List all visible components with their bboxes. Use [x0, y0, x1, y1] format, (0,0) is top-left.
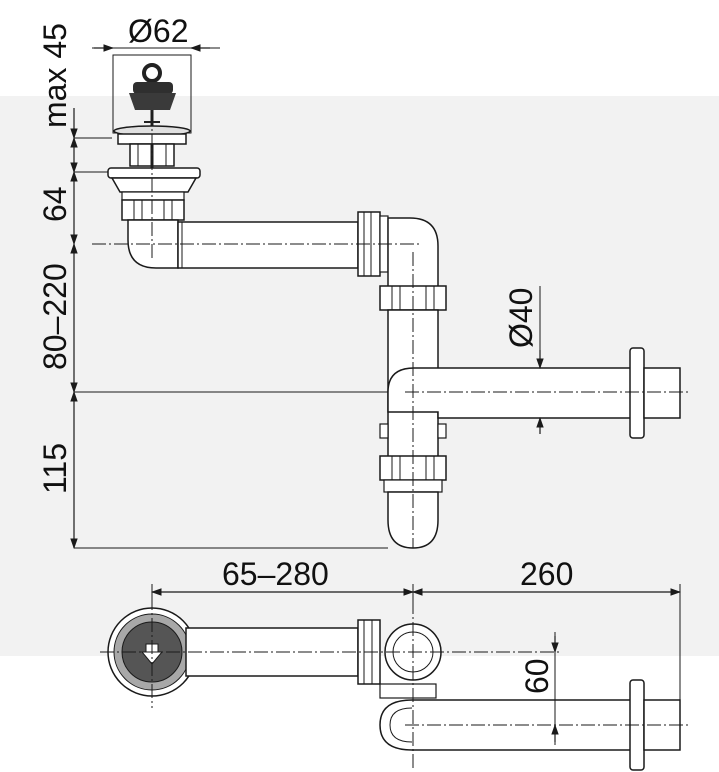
outlet-pipe [387, 347, 681, 439]
dim-dia40: Ø40 [503, 288, 539, 348]
dim-max45: max 45 [37, 23, 73, 128]
dim-64: 64 [37, 186, 73, 222]
top-view: 65–280 260 60 [100, 556, 690, 771]
drain-body [107, 167, 201, 269]
dim-115: 115 [37, 443, 73, 494]
dim-80-220: 80–220 [37, 263, 73, 370]
dim-260: 260 [520, 556, 573, 592]
dim-65-280: 65–280 [222, 556, 329, 592]
stopper-ring-icon [142, 63, 162, 83]
side-view: Ø62 max 45 64 80–220 115 Ø40 [37, 13, 690, 550]
upper-horizontal-pipe [177, 211, 439, 291]
dim-dia62: Ø62 [128, 13, 188, 49]
dim-60: 60 [519, 658, 555, 694]
